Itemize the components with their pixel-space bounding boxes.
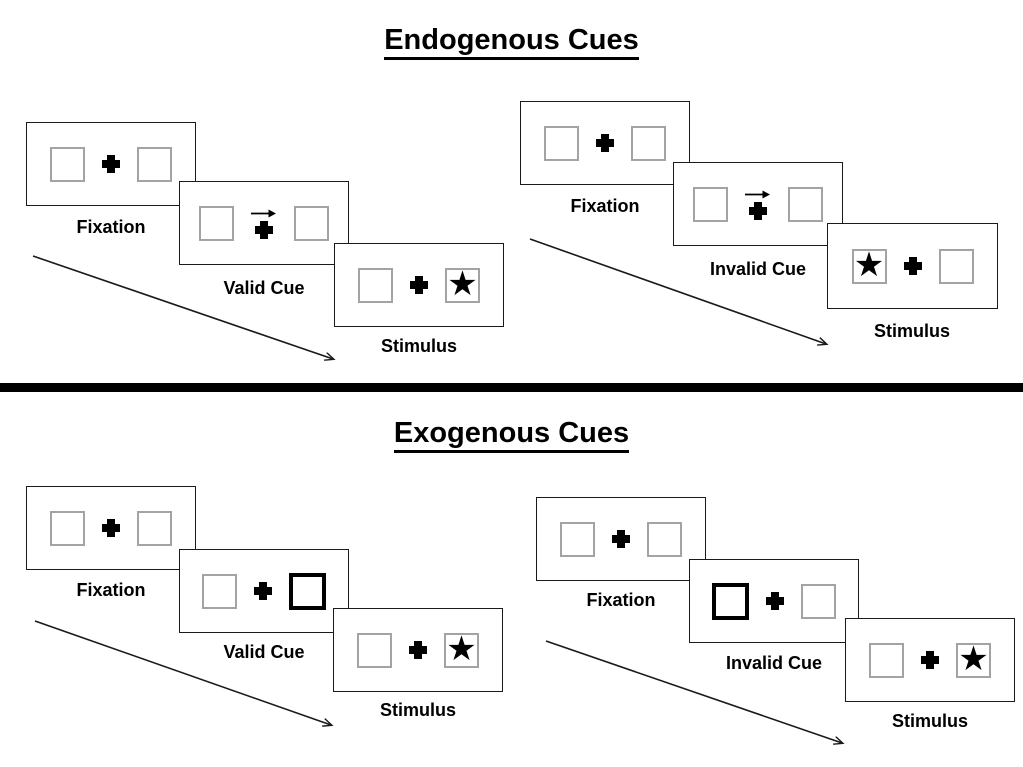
timeline-arrow	[529, 238, 826, 344]
section-title-text: Endogenous Cues	[384, 24, 639, 60]
panel-label: Stimulus	[379, 700, 456, 720]
placeholder-box-left	[560, 521, 595, 557]
fixation-cross-icon	[766, 592, 784, 610]
section-divider-line	[0, 383, 1023, 392]
panel-fixation	[536, 497, 706, 581]
placeholder-box-left	[357, 632, 392, 668]
panel-label: Invalid Cue	[709, 259, 807, 279]
placeholder-box-left	[50, 146, 85, 182]
panel-label: Stimulus	[891, 711, 968, 731]
fixation-cross-icon	[102, 519, 120, 537]
right-arrow-icon	[251, 209, 276, 217]
placeholder-box-left	[50, 510, 85, 546]
placeholder-box-left: ★	[851, 245, 887, 285]
panel-label: Invalid Cue	[725, 653, 823, 673]
panel-label: Fixation	[76, 580, 146, 600]
placeholder-box-right: ★	[956, 639, 991, 679]
star-icon: ★	[958, 639, 989, 679]
section-title-exogenous: Exogenous Cues	[0, 417, 1023, 453]
panel-stimulus: ★	[845, 618, 1015, 702]
panel-label: Fixation	[570, 196, 640, 216]
section-title-endogenous: Endogenous Cues	[0, 24, 1023, 60]
placeholder-box-right	[137, 510, 172, 546]
placeholder-box-right: ★	[445, 264, 480, 304]
panel-stimulus: ★	[333, 608, 503, 692]
star-icon: ★	[447, 264, 478, 304]
star-icon: ★	[446, 629, 477, 669]
panel-label: Fixation	[76, 217, 146, 237]
placeholder-box-left	[869, 642, 904, 678]
timeline-arrow	[32, 255, 333, 359]
panel-fixation	[520, 101, 690, 185]
panel-fixation	[26, 122, 196, 206]
panel-label: Stimulus	[380, 336, 457, 356]
placeholder-box-left	[693, 186, 728, 222]
placeholder-box-left	[202, 573, 237, 609]
right-arrow-icon	[745, 190, 770, 198]
fixation-cross-icon	[255, 220, 273, 239]
fixation-cross-icon	[596, 134, 614, 152]
panel-stimulus: ★	[334, 243, 504, 327]
placeholder-box-right	[631, 125, 666, 161]
fixation-cross-icon	[410, 276, 428, 294]
placeholder-box-right	[137, 146, 172, 182]
panel-label: Fixation	[586, 590, 656, 610]
panel-valid-cue	[179, 181, 349, 265]
highlighted-box-right	[289, 572, 326, 610]
panel-valid-cue	[179, 549, 349, 633]
placeholder-box-right	[801, 583, 836, 619]
fixation-cross-icon	[749, 201, 767, 220]
placeholder-box-right	[294, 205, 329, 241]
placeholder-box-left	[544, 125, 579, 161]
panel-label: Stimulus	[873, 321, 950, 341]
placeholder-box-left	[199, 205, 234, 241]
fixation-cross-icon	[102, 155, 120, 173]
panel-stimulus: ★	[827, 223, 998, 309]
placeholder-box-right	[647, 521, 682, 557]
fixation-cross-icon	[612, 530, 630, 548]
timeline-arrow	[34, 620, 331, 725]
placeholder-box-left	[358, 267, 393, 303]
fixation-cross-icon	[921, 651, 939, 669]
placeholder-box-right: ★	[444, 629, 479, 669]
fixation-cross-icon	[409, 641, 427, 659]
highlighted-box-left	[712, 582, 749, 620]
placeholder-box-right	[938, 248, 974, 284]
panel-invalid-cue	[673, 162, 843, 246]
placeholder-box-right	[788, 186, 823, 222]
star-icon: ★	[853, 245, 885, 285]
section-title-text: Exogenous Cues	[393, 417, 630, 453]
panel-label: Valid Cue	[223, 642, 305, 662]
fixation-cross-icon	[254, 582, 272, 600]
panel-label: Valid Cue	[223, 278, 305, 298]
fixation-cross-icon	[903, 257, 922, 275]
panel-invalid-cue	[689, 559, 859, 643]
panel-fixation	[26, 486, 196, 570]
